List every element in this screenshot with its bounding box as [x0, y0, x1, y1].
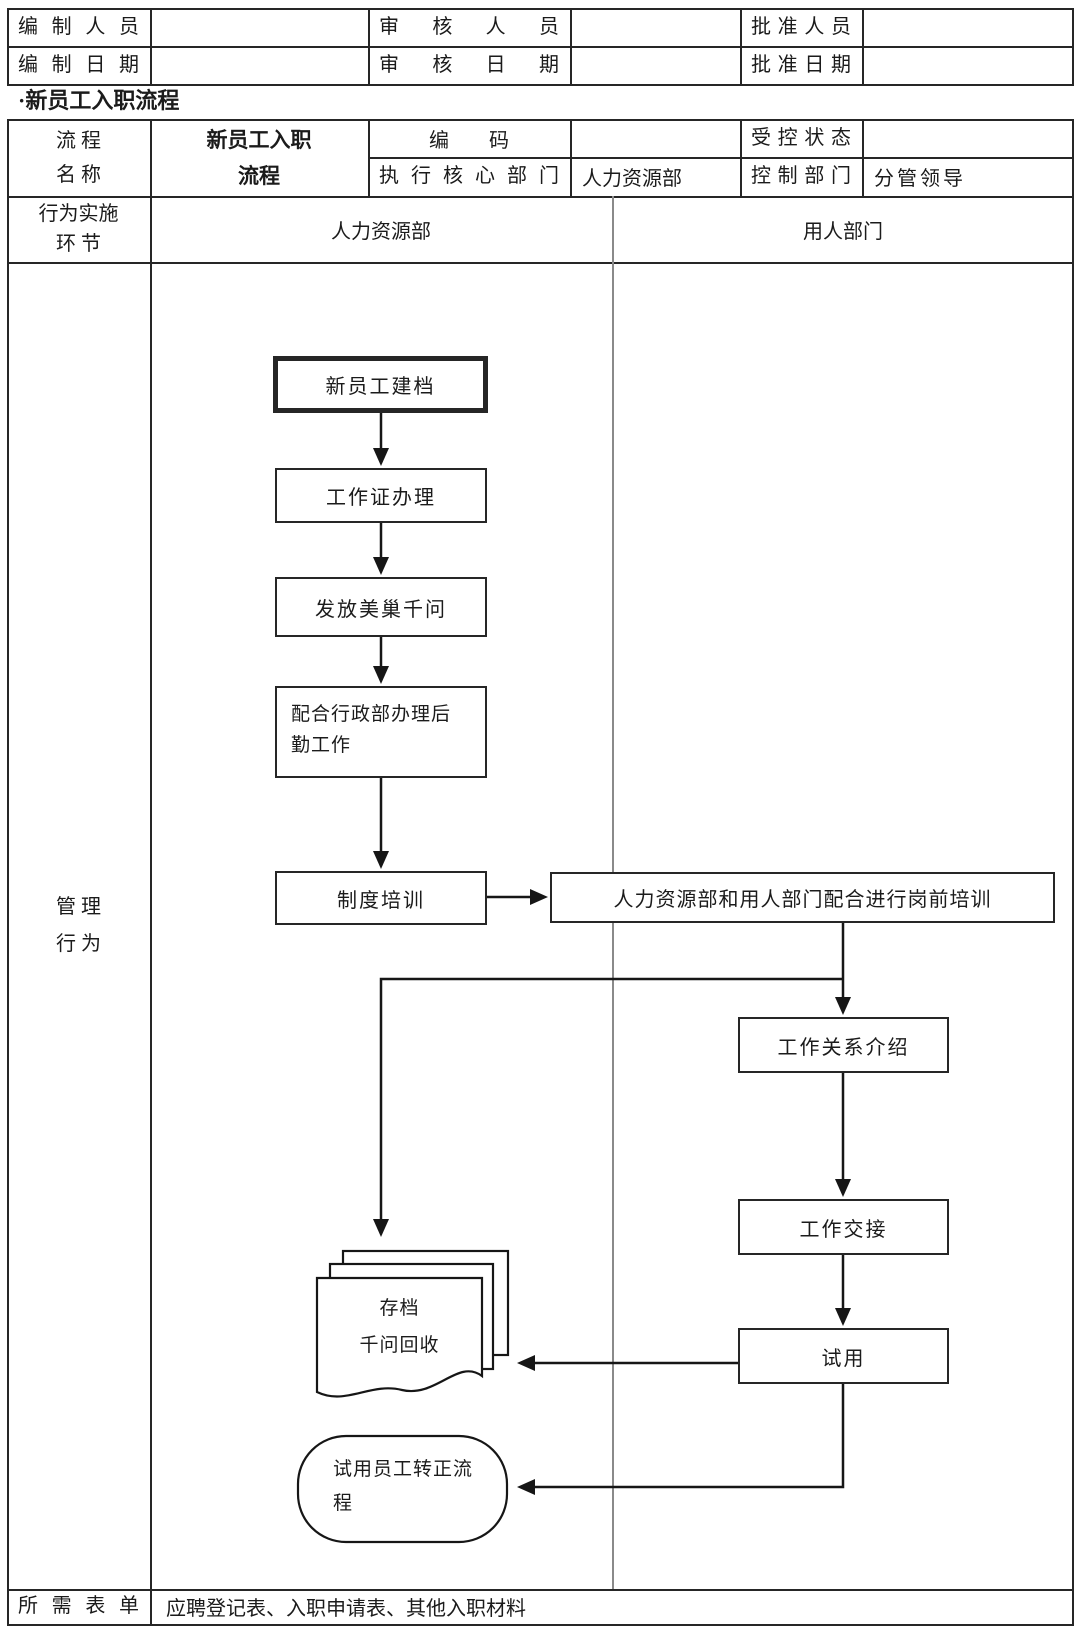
grid-line	[862, 8, 864, 86]
arrowhead	[517, 1479, 535, 1495]
lane-header-employing-dept: 用人部门	[803, 220, 883, 243]
review-date-label: 审核日期	[379, 54, 559, 76]
section-heading: ·新员工入职流程	[18, 88, 180, 113]
grid-line	[7, 8, 1074, 10]
grid-line	[150, 119, 152, 1626]
arrowhead	[373, 851, 389, 869]
grid-line	[368, 8, 370, 86]
arrowhead	[517, 1355, 535, 1371]
branch-n6-doc	[379, 977, 843, 1220]
arrowhead	[835, 997, 851, 1015]
node-prejob-training: 人力资源部和用人部门配合进行岗前培训	[550, 872, 1055, 923]
controlled-state-label: 受控状态	[751, 127, 851, 149]
arrow-n9-terminal	[535, 1384, 845, 1489]
arrowhead	[373, 1219, 389, 1237]
grid-line	[570, 8, 572, 86]
compiler-label: 编制人员	[18, 16, 139, 38]
document-shape-front	[315, 1276, 484, 1398]
grid-line	[368, 157, 1074, 159]
grid-line	[862, 119, 864, 198]
grid-line	[570, 119, 572, 198]
grid-line	[368, 119, 370, 198]
approver-label: 批准人员	[751, 16, 851, 38]
exec-dept-value: 人力资源部	[582, 168, 682, 190]
grid-line	[1072, 119, 1074, 1626]
node-work-relation-intro: 工作关系介绍	[738, 1017, 949, 1073]
grid-line	[150, 8, 152, 86]
arrowhead	[373, 448, 389, 466]
grid-line	[7, 196, 1074, 198]
node-probation: 试用	[738, 1328, 949, 1384]
grid-line	[740, 119, 742, 198]
control-dept-label: 控制部门	[751, 165, 851, 187]
node-logistics-with-admin: 配合行政部办理后 勤工作	[275, 686, 487, 778]
stage-label: 行为实施 环 节	[38, 203, 119, 255]
management-row-label: 管 理 行 为	[56, 895, 101, 955]
grid-line	[7, 119, 9, 1626]
control-dept-value: 分管领导	[874, 168, 966, 190]
node-system-training: 制度培训	[275, 871, 487, 925]
node-work-permit: 工作证办理	[275, 468, 487, 523]
node-work-handover: 工作交接	[738, 1199, 949, 1255]
lane-header-hr: 人力资源部	[331, 220, 431, 243]
terminator-shape	[296, 1434, 509, 1544]
node-issue-handbook: 发放美巢千问	[275, 577, 487, 637]
grid-line	[7, 1589, 1074, 1591]
terminator-label: 试用员工转正流 程	[333, 1459, 474, 1514]
process-name-value: 新员工入职 流程	[206, 127, 312, 188]
required-forms-label: 所需表单	[18, 1595, 139, 1617]
process-name-label: 流 程 名 称	[56, 129, 101, 186]
arrowhead	[835, 1179, 851, 1197]
arrowhead	[373, 666, 389, 684]
approve-date-label: 批准日期	[751, 54, 851, 76]
grid-line	[740, 8, 742, 86]
reviewer-label: 审核人员	[379, 16, 559, 38]
required-forms-value: 应聘登记表、入职申请表、其他入职材料	[166, 1598, 526, 1620]
arrowhead	[373, 557, 389, 575]
grid-line	[7, 262, 1074, 264]
grid-line	[1072, 8, 1074, 86]
grid-line	[7, 8, 9, 86]
exec-dept-label: 执行核心部门	[379, 165, 559, 187]
document-shape-label: 存档 千问回收	[359, 1298, 440, 1356]
grid-line	[7, 84, 1074, 86]
grid-line	[7, 46, 1074, 48]
grid-line	[7, 1624, 1074, 1626]
arrowhead	[835, 1308, 851, 1326]
node-new-employee-archive: 新员工建档	[273, 356, 488, 413]
arrowhead	[530, 889, 548, 905]
compile-date-label: 编制日期	[18, 54, 139, 76]
code-label: 编 码	[429, 129, 509, 152]
grid-line	[7, 119, 1074, 121]
